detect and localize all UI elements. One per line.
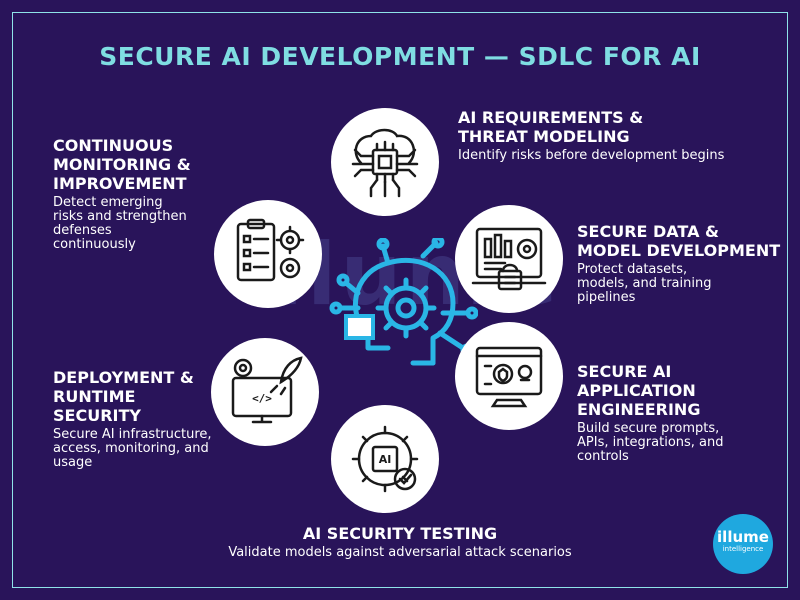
stage-requirements: AI REQUIREMENTS & THREAT MODELING Identi… xyxy=(458,108,778,163)
data-model-icon-circle xyxy=(455,205,563,313)
stage-description-line: Build secure prompts, xyxy=(577,421,720,436)
stage-title-line: SECURE DATA & xyxy=(577,222,720,241)
stage-title-line: APPLICATION xyxy=(577,381,696,400)
ai-chip-brain-icon xyxy=(351,128,419,198)
stage-title-line: IMPROVEMENT xyxy=(53,174,187,193)
stage-title-line: RUNTIME xyxy=(53,387,136,406)
stage-description: Identify risks before development begins xyxy=(458,148,725,163)
stage-title-line: THREAT MODELING xyxy=(458,127,630,146)
testing-icon-circle: AI xyxy=(331,405,439,513)
stage-title-line: CONTINUOUS xyxy=(53,136,174,155)
stage-description-line: Protect datasets, xyxy=(577,262,688,277)
stage-title-line: ENGINEERING xyxy=(577,400,701,419)
stage-application: SECURE AI APPLICATION ENGINEERING Build … xyxy=(577,362,787,464)
stage-deployment: DEPLOYMENT & RUNTIME SECURITY Secure AI … xyxy=(53,368,253,470)
stage-description-line: defenses xyxy=(53,223,112,238)
stage-description-line: controls xyxy=(577,449,629,464)
stage-data-model: SECURE DATA & MODEL DEVELOPMENT Protect … xyxy=(577,222,782,305)
stage-description: Validate models against adversarial atta… xyxy=(228,545,572,560)
stage-monitoring: CONTINUOUS MONITORING & IMPROVEMENT Dete… xyxy=(53,136,223,252)
ai-chip-label: AI xyxy=(379,453,392,466)
code-label: </> xyxy=(252,392,272,405)
stage-title-line: SECURE AI xyxy=(577,362,672,381)
stage-description-line: Secure AI infrastructure, xyxy=(53,427,212,442)
stage-description-line: Detect emerging xyxy=(53,195,163,210)
monitor-rocket-icon: </> xyxy=(231,356,303,424)
stage-title-line: MONITORING & xyxy=(53,155,191,174)
monitoring-icon-circle xyxy=(214,200,322,308)
stage-title-line: AI REQUIREMENTS & xyxy=(458,108,644,127)
application-icon-circle xyxy=(455,322,563,430)
stage-title-line: DEPLOYMENT & xyxy=(53,368,194,387)
requirements-icon-circle xyxy=(331,108,439,216)
stage-testing: AI SECURITY TESTING Validate models agai… xyxy=(150,524,650,560)
stage-title: AI SECURITY TESTING xyxy=(302,524,498,543)
stage-description-line: APIs, integrations, and xyxy=(577,435,724,450)
deployment-icon-circle: </> xyxy=(211,338,319,446)
stage-description-line: usage xyxy=(53,455,93,470)
border-frame xyxy=(12,12,788,588)
stage-description-line: continuously xyxy=(53,237,136,252)
stage-title-line: MODEL DEVELOPMENT xyxy=(577,241,781,260)
checklist-gears-icon xyxy=(236,218,305,282)
stage-description-line: access, monitoring, and xyxy=(53,441,209,456)
ai-robot-head-icon xyxy=(328,235,479,388)
stage-description-line: models, and training xyxy=(577,276,712,291)
logo-line-2: intelligence xyxy=(722,545,764,553)
stage-description-line: pipelines xyxy=(577,290,636,305)
illume-logo: illume intelligence xyxy=(713,514,773,574)
ai-testing-gear-icon: AI xyxy=(351,425,419,493)
page-title: SECURE AI DEVELOPMENT — SDLC FOR AI xyxy=(99,42,701,71)
secure-application-icon xyxy=(475,346,543,408)
stage-title-line: SECURITY xyxy=(53,406,141,425)
stage-description-line: risks and strengthen xyxy=(53,209,187,224)
logo-line-1: illume xyxy=(717,528,769,546)
secure-dashboard-icon xyxy=(471,227,547,291)
